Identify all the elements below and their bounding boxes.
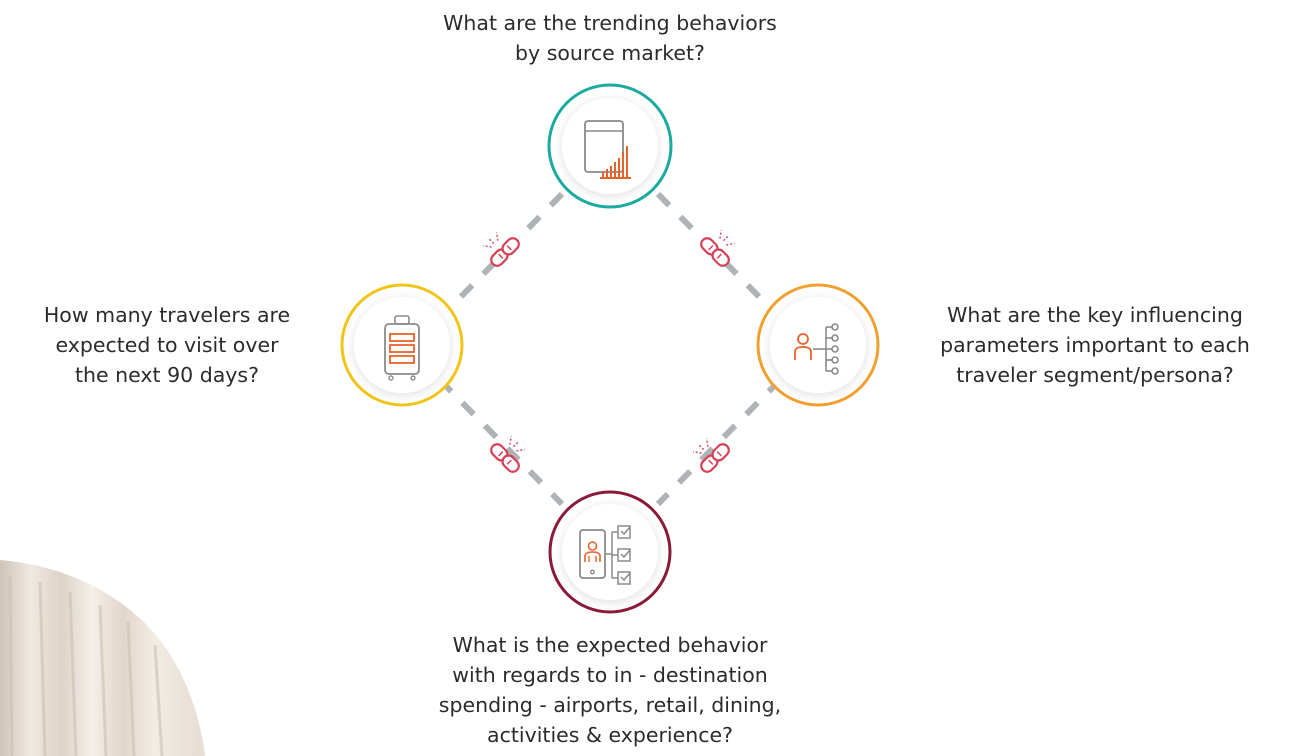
tablet-bar-chart-icon (584, 120, 631, 179)
node-bottom (548, 490, 672, 614)
question-top-label: What are the trending behaviors by sourc… (443, 11, 777, 65)
curtain-photo-decoration (0, 560, 205, 756)
node-bottom-badge (562, 504, 658, 600)
broken-chain-icon-bottom-right (692, 438, 733, 476)
node-left (340, 283, 464, 407)
connector-right-bottom (655, 377, 783, 507)
connector-left-bottom (437, 377, 565, 507)
node-top (547, 83, 673, 209)
question-left-label: How many travelers are expected to visit… (43, 303, 291, 387)
luggage-icon (384, 315, 420, 381)
broken-chain-icon-top-left (482, 232, 523, 270)
broken-chain-icon-top-right (697, 229, 735, 270)
broken-chain-icon-bottom-left (487, 435, 525, 476)
node-right (756, 283, 880, 407)
phone-checklist-icon (579, 525, 631, 585)
node-right-badge (770, 297, 866, 393)
question-bottom-label: What is the expected behavior with regar… (438, 633, 782, 747)
node-top-badge (562, 98, 658, 194)
person-network-icon (794, 323, 839, 375)
question-right-label: What are the key influencing parameters … (940, 303, 1250, 387)
